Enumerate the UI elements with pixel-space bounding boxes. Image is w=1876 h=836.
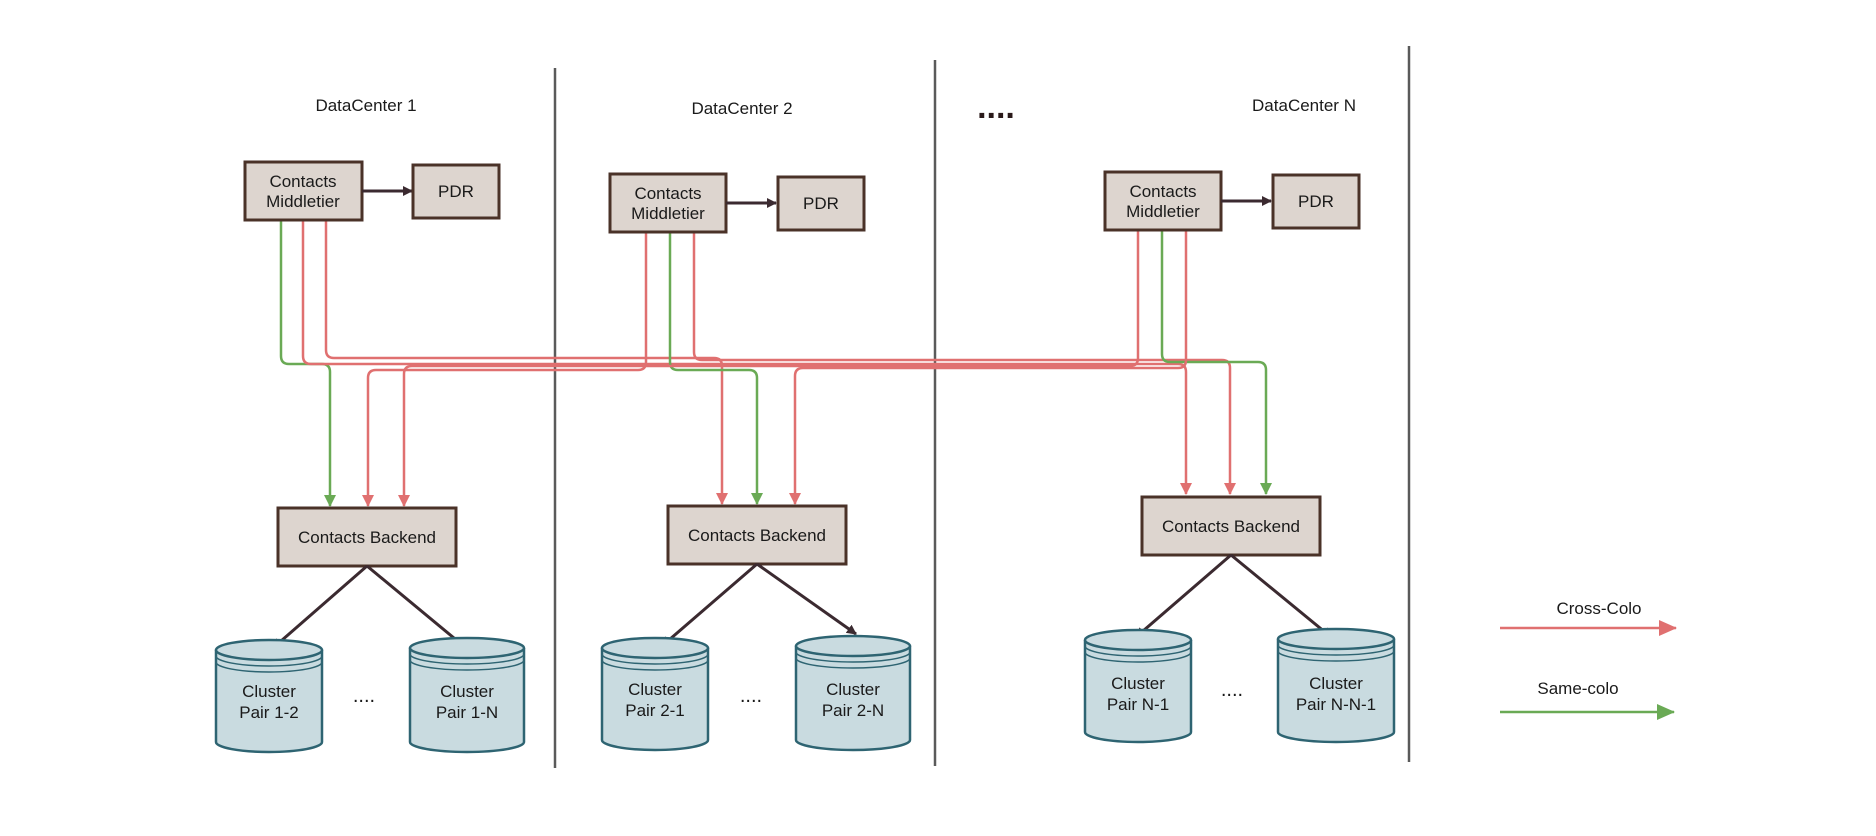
backend-to-cluster-arrow <box>272 564 368 650</box>
backend-box: Contacts Backend <box>666 504 848 566</box>
svg-text:Cluster: Cluster <box>628 680 682 699</box>
same-colo-line <box>1160 230 1272 495</box>
backend-box: Contacts Backend <box>276 506 458 568</box>
pdr-box: PDR <box>1271 173 1361 230</box>
cluster-ellipsis: .... <box>740 685 762 707</box>
svg-text:Pair N-1: Pair N-1 <box>1107 695 1169 714</box>
svg-text:Middletier: Middletier <box>631 204 705 223</box>
backend-to-cluster-arrow <box>366 564 467 650</box>
cluster-ellipsis: .... <box>1221 679 1243 701</box>
cross-colo-line <box>789 230 1188 505</box>
middletier-box: Contacts Middletier <box>1103 170 1223 232</box>
cross-colo-line <box>692 232 1236 495</box>
cluster-ellipsis: .... <box>353 685 375 707</box>
legend: Cross-Colo Same-colo <box>1500 599 1677 720</box>
cross-colo-line <box>362 232 648 507</box>
backend-to-cluster-arrow <box>661 562 758 648</box>
backend-to-cluster-arrow <box>1230 553 1332 639</box>
svg-text:Pair N-N-1: Pair N-N-1 <box>1296 695 1376 714</box>
svg-text:Contacts Backend: Contacts Backend <box>298 528 436 547</box>
middletier-box: Contacts Middletier <box>243 160 364 222</box>
svg-text:Cluster: Cluster <box>440 682 494 701</box>
svg-text:Pair 2-N: Pair 2-N <box>822 701 884 720</box>
pdr-box: PDR <box>411 163 501 220</box>
datacenter-n: Contacts Middletier PDR Contacts Backend… <box>1083 170 1396 744</box>
svg-text:Contacts: Contacts <box>634 184 701 203</box>
connection-lines <box>279 220 1272 507</box>
svg-text:PDR: PDR <box>1298 192 1334 211</box>
cross-colo-line <box>301 220 1192 495</box>
svg-text:PDR: PDR <box>803 194 839 213</box>
cluster-cylinder: Cluster Pair 1-2 <box>214 638 324 754</box>
cluster-cylinder: Cluster Pair N-1 <box>1083 628 1193 744</box>
svg-text:Contacts: Contacts <box>1129 182 1196 201</box>
cross-colo-line <box>324 220 728 505</box>
datacenter-1-title: DataCenter 1 <box>315 96 416 115</box>
legend-same-colo-label: Same-colo <box>1537 679 1618 698</box>
cluster-cylinder: Cluster Pair 2-N <box>794 634 912 752</box>
pdr-box: PDR <box>776 175 866 232</box>
svg-text:Middletier: Middletier <box>266 192 340 211</box>
svg-text:Pair 1-2: Pair 1-2 <box>239 703 299 722</box>
cluster-cylinder: Cluster Pair 2-1 <box>600 636 710 752</box>
backend-box: Contacts Backend <box>1140 495 1322 557</box>
svg-text:Contacts: Contacts <box>269 172 336 191</box>
datacenter-1: Contacts Middletier PDR Contacts Backend… <box>214 160 526 754</box>
datacenter-2-title: DataCenter 2 <box>691 99 792 118</box>
svg-text:Contacts Backend: Contacts Backend <box>1162 517 1300 536</box>
backend-to-cluster-arrow <box>1135 553 1232 639</box>
same-colo-line <box>668 232 763 505</box>
cluster-cylinder: Cluster Pair N-N-1 <box>1276 627 1396 744</box>
svg-text:PDR: PDR <box>438 182 474 201</box>
svg-text:Pair 2-1: Pair 2-1 <box>625 701 685 720</box>
svg-text:Cluster: Cluster <box>1309 674 1363 693</box>
between-datacenters-ellipsis: .... <box>977 88 1015 126</box>
cross-colo-line <box>398 230 1140 507</box>
svg-text:Contacts Backend: Contacts Backend <box>688 526 826 545</box>
svg-text:Pair 1-N: Pair 1-N <box>436 703 498 722</box>
datacenter-2: Contacts Middletier PDR Contacts Backend… <box>600 172 912 752</box>
middletier-box: Contacts Middletier <box>608 172 728 234</box>
svg-text:Middletier: Middletier <box>1126 202 1200 221</box>
backend-to-cluster-arrow <box>756 562 857 636</box>
svg-text:Cluster: Cluster <box>826 680 880 699</box>
svg-text:Cluster: Cluster <box>1111 674 1165 693</box>
svg-text:Cluster: Cluster <box>242 682 296 701</box>
datacenter-n-title: DataCenter N <box>1252 96 1356 115</box>
cluster-cylinder: Cluster Pair 1-N <box>408 636 526 754</box>
legend-cross-colo-label: Cross-Colo <box>1556 599 1641 618</box>
